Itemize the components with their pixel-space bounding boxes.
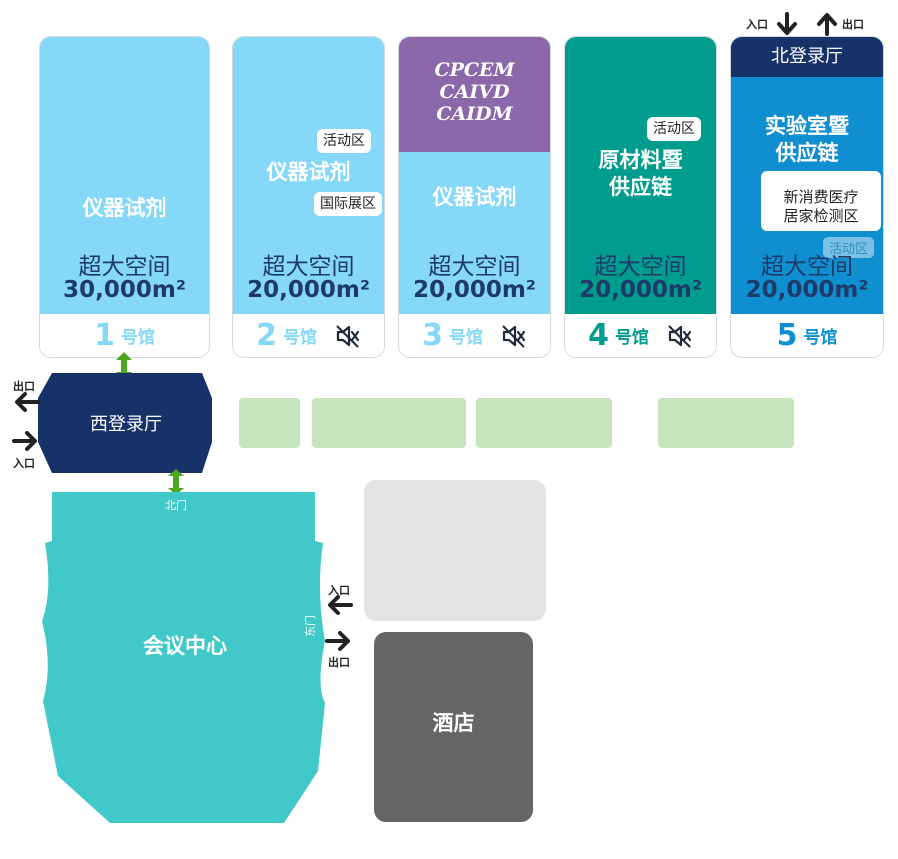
arrow-down-icon — [777, 12, 797, 35]
hall-5-consumer-line-1: 新消费医疗 — [783, 188, 859, 206]
arrow-left-icon — [328, 595, 353, 615]
hall-5-consumer-line-2: 居家检测区 — [783, 207, 859, 225]
conference-center-label: 会议中心 — [143, 634, 227, 658]
hall-5[interactable]: 北登录厅 实验室暨 供应链 新消费医疗 居家检测区 活动区 超大空间 20,00… — [730, 36, 884, 358]
building-block — [364, 480, 546, 621]
hall-4-number: 4 号馆 — [565, 314, 716, 357]
hall-4-activity-tag: 活动区 — [647, 117, 701, 141]
west-lobby[interactable] — [36, 373, 216, 473]
mute-icon — [336, 324, 360, 348]
hall-1[interactable]: 仪器试剂 超大空间 30,000m² 1 号馆 — [39, 36, 210, 358]
hall-3-brand-band — [399, 37, 550, 152]
hall-5-activity-tag: 活动区 — [823, 237, 875, 258]
hall-3-title: 仪器试剂 — [432, 185, 517, 209]
hall-2[interactable]: 活动区 仪器试剂 国际展区 超大空间 20,000m² 2 号馆 — [232, 36, 385, 358]
outdoor-zone — [476, 398, 612, 448]
north-exit-label: 出口 — [842, 18, 864, 31]
hall-4[interactable]: 活动区 原材料暨 供应链 超大空间 20,000m² 4 号馆 — [564, 36, 717, 358]
connector-arrow-icon — [168, 469, 184, 495]
east-gate-label: 东门 — [304, 615, 317, 637]
hall-5-space: 超大空间 — [761, 254, 853, 280]
hall-2-space: 超大空间 — [262, 254, 355, 280]
mute-icon — [668, 324, 692, 348]
east-entrance-label: 入口 — [328, 584, 350, 597]
hall-3-brand-line-2: CAIVD — [439, 81, 510, 103]
hall-1-zone — [40, 37, 209, 314]
hall-4-title-line-1: 原材料暨 — [598, 148, 683, 172]
hall-5-title-line-2: 供应链 — [775, 141, 839, 165]
hall-5-number: 5 号馆 — [731, 314, 883, 357]
hall-3[interactable]: CPCEM CAIVD CAIDM 仪器试剂 超大空间 20,000m² 3 号… — [398, 36, 551, 358]
conference-center[interactable] — [40, 491, 330, 825]
hall-3-area: 20,000m² — [413, 277, 536, 303]
hall-3-brand-line-1: CPCEM — [434, 59, 515, 81]
hall-2-area: 20,000m² — [247, 277, 370, 303]
hall-5-title-line-1: 实验室暨 — [765, 114, 849, 138]
arrow-right-icon — [12, 431, 37, 451]
arrow-left-icon — [15, 392, 40, 412]
west-entrance-label: 入口 — [13, 457, 35, 470]
hall-2-intl-tag: 国际展区 — [314, 192, 382, 216]
hotel-label: 酒店 — [432, 711, 475, 735]
hall-1-area: 30,000m² — [63, 277, 186, 303]
hall-5-consumer-zone — [761, 171, 881, 231]
hall-3-space: 超大空间 — [428, 254, 521, 280]
arrow-right-icon — [325, 631, 350, 651]
hotel[interactable] — [374, 632, 533, 822]
hall-2-title: 仪器试剂 — [266, 160, 351, 184]
hall-2-activity-tag: 活动区 — [317, 129, 371, 153]
east-exit-label: 出口 — [328, 656, 350, 669]
hall-1-space: 超大空间 — [78, 254, 171, 280]
outdoor-zone — [239, 398, 300, 448]
hall-4-title-line-2: 供应链 — [609, 175, 672, 199]
west-lobby-label: 西登录厅 — [90, 414, 162, 435]
north-entrance-label: 入口 — [746, 18, 768, 31]
outdoor-zone — [312, 398, 466, 448]
west-exit-label: 出口 — [13, 380, 35, 393]
outdoor-zone — [658, 398, 794, 448]
hall-1-title: 仪器试剂 — [82, 196, 167, 220]
arrow-up-icon — [817, 13, 837, 36]
hall-1-number: 1 号馆 — [40, 314, 209, 357]
hall-3-brand-line-3: CAIDM — [436, 103, 513, 125]
hall-3-number: 3 号馆 — [399, 314, 550, 357]
hall-5-area: 20,000m² — [745, 277, 869, 303]
hall-4-space: 超大空间 — [594, 254, 687, 280]
mute-icon — [502, 324, 526, 348]
hall-2-number: 2 号馆 — [233, 314, 384, 357]
hall-4-area: 20,000m² — [579, 277, 702, 303]
hall-4-zone — [565, 37, 716, 314]
north-gate-label: 北门 — [165, 499, 187, 512]
hall-2-zone — [233, 37, 384, 314]
north-lobby[interactable]: 北登录厅 — [731, 37, 883, 77]
